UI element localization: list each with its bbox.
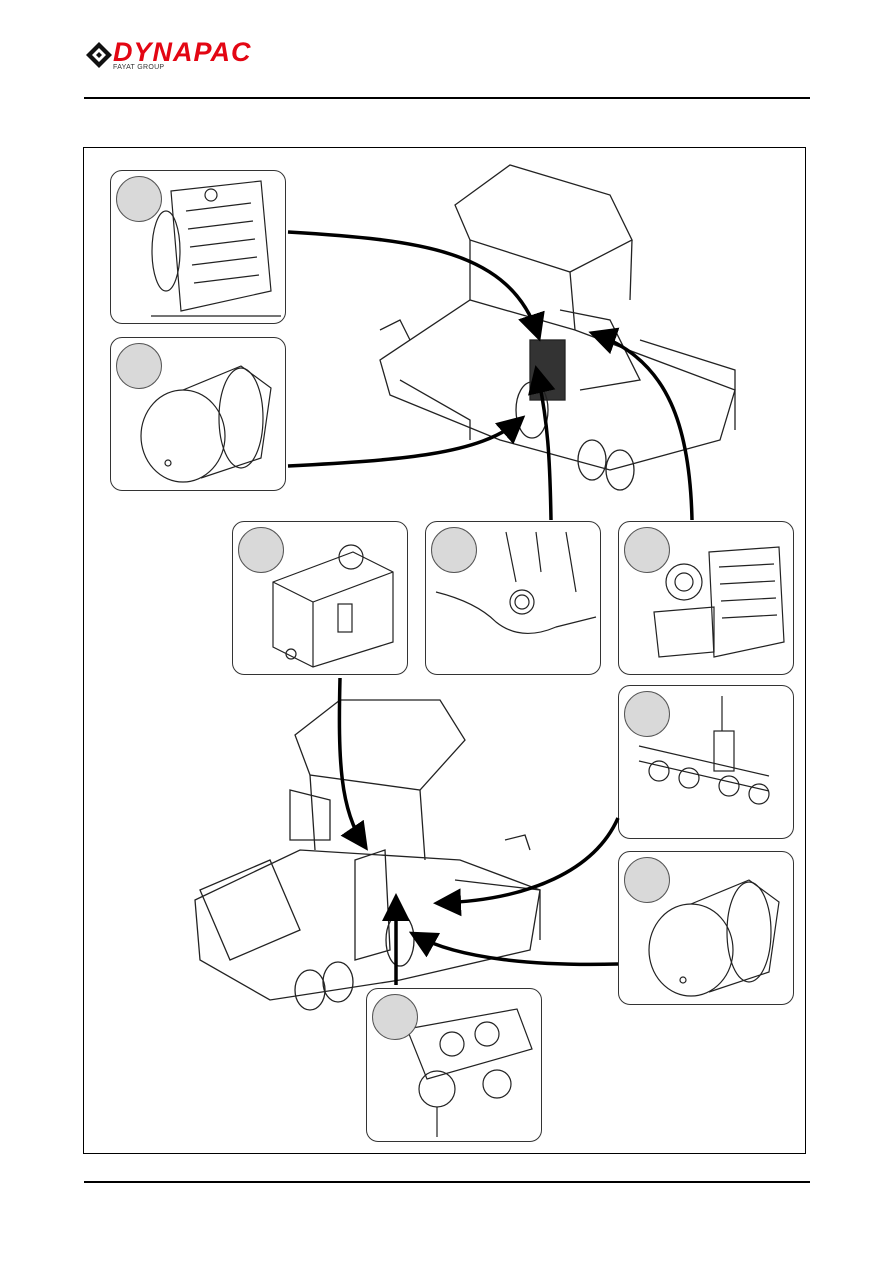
- footer-rule: [84, 1181, 810, 1183]
- callout-arrows: [288, 232, 692, 985]
- paver-lower: [195, 700, 540, 1010]
